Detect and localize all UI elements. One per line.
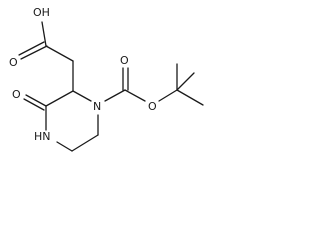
atom-label-boc-ether-o: O <box>148 100 157 113</box>
bond-tbu-methyl-right <box>176 89 204 106</box>
bond-ch2-cooh <box>45 45 74 62</box>
atom-label-hn: HN <box>34 130 51 143</box>
bond-ring-c6-c5 <box>71 134 99 152</box>
bond-tbu-methyl-diag <box>176 72 195 91</box>
atom-label-carboxyl-o: O <box>9 56 18 69</box>
bond-cooh-c-o-double-2 <box>18 41 45 56</box>
atom-label-boc-carbonyl-o: O <box>120 54 129 67</box>
bond-ring-c5-n4 <box>56 141 73 152</box>
chemical-structure: OH O O N HN O O <box>9 6 204 152</box>
atom-label-n: N <box>93 100 101 113</box>
bond-n1-boc-c <box>104 89 126 102</box>
bond-ring-c3-c2 <box>45 90 74 107</box>
bond-ring-c2-n1 <box>72 90 92 102</box>
bond-ketone-double-1 <box>25 94 47 107</box>
bond-ketone-double-2 <box>23 98 45 111</box>
bond-cooh-c-o-double-1 <box>20 45 48 60</box>
atom-label-ketone-o: O <box>12 88 21 101</box>
bond-o-tbu-c <box>158 89 178 102</box>
bond-cooh-c-oh <box>41 21 47 47</box>
atom-label-oh: OH <box>33 6 50 19</box>
bond-boc-c-o-ether <box>124 89 146 102</box>
